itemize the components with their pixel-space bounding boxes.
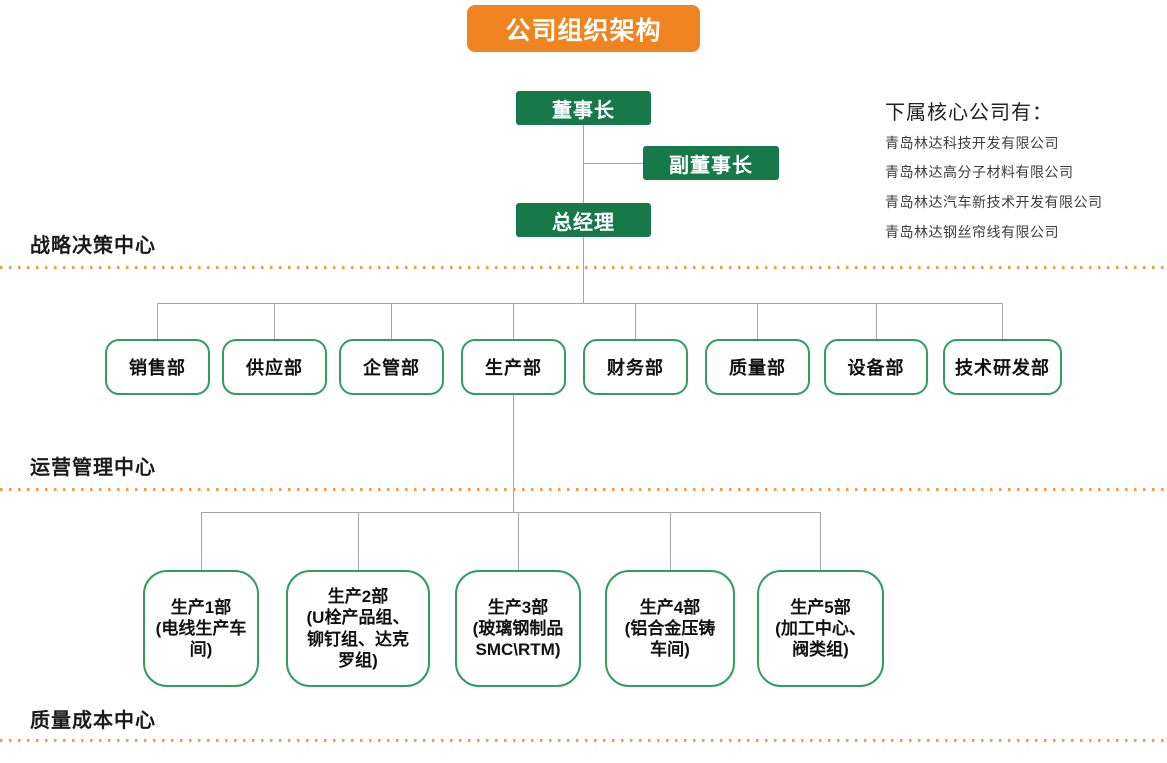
connector-line xyxy=(670,512,671,570)
subsidiary-item: 青岛林达高分子材料有限公司 xyxy=(885,164,1074,180)
connector-line xyxy=(201,512,202,570)
production-unit-title: 生产2部 xyxy=(327,587,389,606)
connector-line xyxy=(583,237,584,303)
connector-line xyxy=(820,512,821,570)
dotted-divider xyxy=(0,488,1167,491)
subsidiaries-heading: 下属核心公司有： xyxy=(885,102,1053,124)
section-label-quality: 质量成本中心 xyxy=(30,710,156,732)
production-unit-detail: (铝合金压铸车间) xyxy=(624,618,716,660)
connector-line xyxy=(583,125,584,203)
connector-line xyxy=(274,303,275,339)
connector-line xyxy=(157,303,158,339)
connector-line xyxy=(358,512,359,570)
subsidiary-item: 青岛林达钢丝帘线有限公司 xyxy=(885,224,1059,240)
production-unit-title: 生产5部 xyxy=(790,597,851,617)
node-dept-equipment: 设备部 xyxy=(824,339,928,395)
production-unit-title: 生产4部 xyxy=(639,597,701,617)
production-unit-detail: (U栓产品组、铆钉组、达克罗组) xyxy=(306,608,410,670)
section-label-strategic: 战略决策中心 xyxy=(30,235,156,257)
node-production-unit-3: 生产3部 (玻璃钢制品SMC\RTM) xyxy=(455,570,581,687)
connector-line xyxy=(876,303,877,339)
node-dept-supply: 供应部 xyxy=(222,339,327,395)
connector-line xyxy=(583,163,643,164)
node-production-unit-1: 生产1部 (电线生产车间) xyxy=(143,570,259,687)
production-unit-title: 生产3部 xyxy=(487,597,549,617)
node-production-unit-2: 生产2部 (U栓产品组、铆钉组、达克罗组) xyxy=(286,570,430,687)
section-label-operations: 运营管理中心 xyxy=(30,457,156,479)
production-unit-title: 生产1部 xyxy=(170,597,232,617)
connector-line xyxy=(391,303,392,339)
node-chairman: 董事长 xyxy=(516,91,651,125)
connector-line xyxy=(513,303,514,339)
node-production-unit-5: 生产5部 (加工中心、阀类组) xyxy=(757,570,884,687)
subsidiary-item: 青岛林达汽车新技术开发有限公司 xyxy=(885,194,1103,210)
production-unit-detail: (电线生产车间) xyxy=(155,618,247,660)
node-dept-enterprise: 企管部 xyxy=(339,339,444,395)
node-general-manager: 总经理 xyxy=(516,203,651,237)
connector-line xyxy=(635,303,636,339)
dotted-divider xyxy=(0,739,1167,742)
node-vice-chairman: 副董事长 xyxy=(643,146,779,180)
node-dept-finance: 财务部 xyxy=(583,339,688,395)
connector-line xyxy=(757,303,758,339)
node-dept-sales: 销售部 xyxy=(105,339,210,395)
subsidiary-item: 青岛林达科技开发有限公司 xyxy=(885,135,1059,151)
production-unit-detail: (加工中心、阀类组) xyxy=(775,618,866,660)
node-dept-quality: 质量部 xyxy=(705,339,810,395)
connector-line xyxy=(1002,303,1003,339)
production-unit-detail: (玻璃钢制品SMC\RTM) xyxy=(472,618,564,660)
connector-line xyxy=(157,303,1002,304)
connector-line xyxy=(513,395,514,512)
node-production-unit-4: 生产4部 (铝合金压铸车间) xyxy=(605,570,735,687)
node-dept-rnd: 技术研发部 xyxy=(943,339,1062,395)
page-title: 公司组织架构 xyxy=(467,5,700,52)
connector-line xyxy=(518,512,519,570)
connector-line xyxy=(201,512,820,513)
node-dept-production: 生产部 xyxy=(461,339,566,395)
